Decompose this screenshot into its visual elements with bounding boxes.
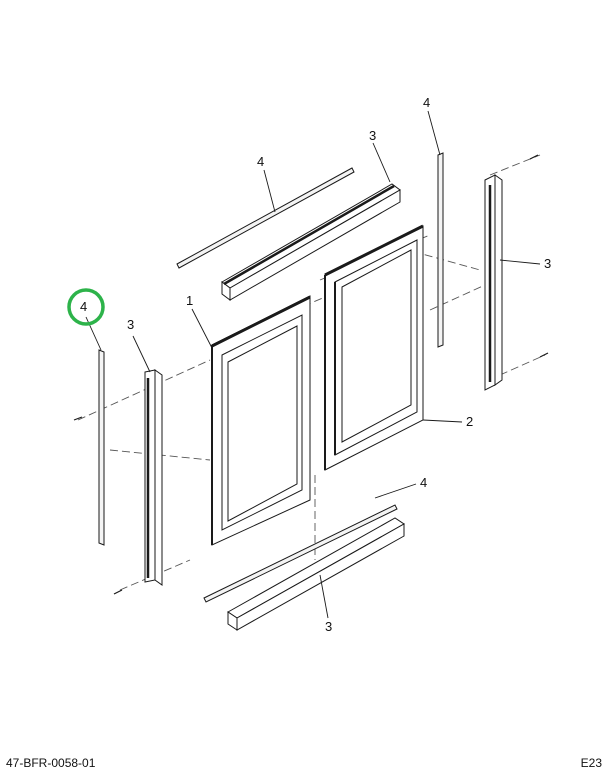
window-frame-right xyxy=(324,224,424,471)
callout-3-right: 3 xyxy=(544,256,551,271)
callout-4-top-rail: 4 xyxy=(257,154,264,169)
page-ref-label: E23 xyxy=(580,756,602,770)
screw-icon xyxy=(113,589,123,595)
channel-rail-top xyxy=(221,183,401,301)
screws xyxy=(73,154,549,595)
seal-strip-bottom xyxy=(203,504,398,603)
callout-3-left: 3 xyxy=(127,317,134,332)
drawing-id-label: 47-BFR-0058-01 xyxy=(6,756,96,770)
channel-rail-right xyxy=(484,174,503,391)
seal-strip-top xyxy=(176,167,355,269)
callout-3-top: 3 xyxy=(369,128,376,143)
screw-icon xyxy=(73,416,83,421)
seal-strip-left xyxy=(98,349,105,546)
callout-4-bottom: 4 xyxy=(420,475,427,490)
highlight-circle xyxy=(67,288,105,326)
callout-2: 2 xyxy=(466,414,473,429)
screw-icon xyxy=(529,154,539,160)
leader-lines xyxy=(85,110,541,619)
callout-4-left: 4 xyxy=(80,299,87,314)
seal-strip-right xyxy=(437,152,444,348)
channel-rail-left xyxy=(144,369,163,586)
callout-1: 1 xyxy=(186,293,193,308)
callout-3-bottom: 3 xyxy=(325,619,332,634)
callout-4-top-right: 4 xyxy=(423,95,430,110)
window-frame-left xyxy=(211,295,311,546)
screw-icon xyxy=(539,352,549,358)
